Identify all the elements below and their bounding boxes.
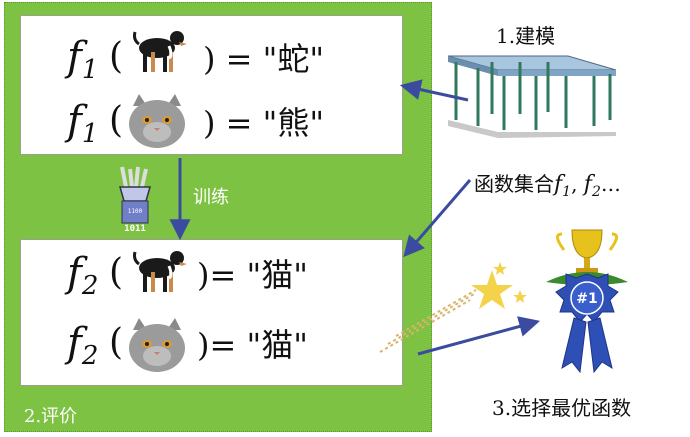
pavilion-model-icon bbox=[448, 55, 617, 138]
function-1-symbol: f1 bbox=[67, 34, 99, 85]
function-2-symbol: f2 bbox=[67, 320, 99, 371]
step2-label: 2.评价 bbox=[24, 406, 78, 427]
result-cat: )= "猫" bbox=[197, 256, 308, 294]
function-1-symbol: f1 bbox=[67, 98, 99, 149]
star-icon bbox=[471, 270, 513, 309]
trophy-award-icon: #1 bbox=[546, 229, 628, 374]
cat-icon bbox=[129, 318, 185, 372]
dog-icon bbox=[133, 251, 187, 292]
open-paren: ( bbox=[109, 322, 124, 363]
function-set-label: 函数集合f1, f2… bbox=[474, 172, 621, 200]
badge-text: #1 bbox=[576, 291, 597, 307]
open-paren: ( bbox=[109, 252, 124, 293]
result-cat: )= "猫" bbox=[197, 326, 308, 364]
function-2-symbol: f2 bbox=[67, 250, 99, 301]
arrow-box2-to-best bbox=[417, 316, 541, 356]
result-bear: ) = "熊" bbox=[203, 104, 325, 142]
training-machine-icon: 1100 1011 bbox=[119, 166, 151, 234]
dog-icon bbox=[133, 31, 187, 72]
cat-icon bbox=[129, 94, 185, 148]
result-snake: ) = "蛇" bbox=[203, 40, 325, 78]
function-1-results-box: f1 ( ) = "蛇" f1 ( ) = "熊" bbox=[20, 15, 403, 155]
arrow-model-to-box1 bbox=[399, 79, 469, 102]
svg-text:1011: 1011 bbox=[124, 224, 146, 234]
step1-label: 1.建模 bbox=[496, 24, 556, 48]
arrow-set-to-box2 bbox=[403, 179, 472, 258]
train-label: 训练 bbox=[193, 187, 229, 208]
shooting-star-icon bbox=[379, 289, 477, 353]
open-paren: ( bbox=[109, 36, 124, 77]
svg-text:1100: 1100 bbox=[128, 208, 143, 215]
step3-label: 3.选择最优函数 bbox=[492, 396, 632, 420]
open-paren: ( bbox=[109, 100, 124, 141]
function-2-results-box: f2 ( )= "猫" f2 ( )= "猫" bbox=[20, 239, 403, 386]
